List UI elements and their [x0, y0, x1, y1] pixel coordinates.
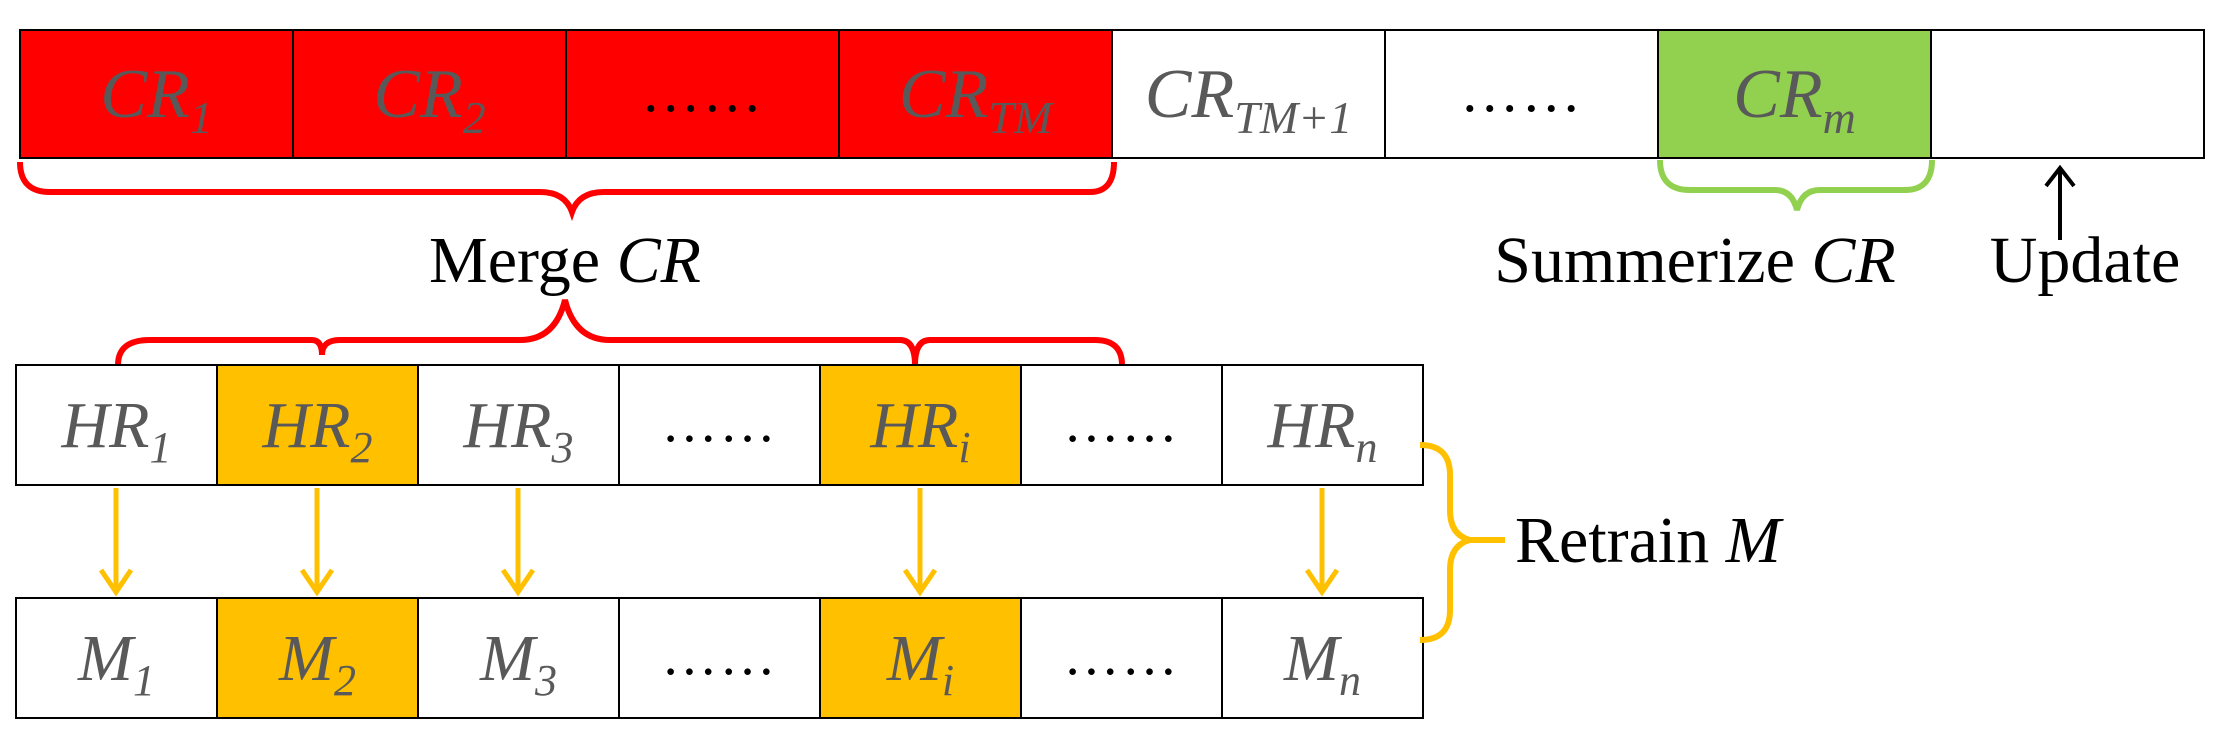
hr-cell: HRn [1221, 364, 1424, 486]
m-cell: M3 [417, 597, 620, 719]
m-label: Mi [886, 622, 954, 705]
hr-cell: …… [618, 364, 821, 486]
merge-brace-top [17, 161, 1117, 222]
m-label: M3 [479, 622, 557, 705]
down-arrow-icon [500, 488, 536, 597]
hr-to-m-arrows [98, 488, 1340, 597]
cr-row: CR1 CR2 …… CRTM CRTM+1 …… CRm [19, 29, 2205, 159]
m-cell: …… [618, 597, 821, 719]
m-ellipsis: …… [1063, 625, 1179, 687]
cr-cell-box [1657, 29, 1932, 159]
hr-cell-box [417, 364, 620, 486]
cr-cell-box [1930, 29, 2205, 159]
m-cell: M1 [15, 597, 218, 719]
m-cell-box [15, 597, 218, 719]
m-cell-box [1221, 597, 1424, 719]
hr-cell: HR3 [417, 364, 620, 486]
hr-cell-box [15, 364, 218, 486]
m-cell: M2 [216, 597, 419, 719]
hr-cell-box [1020, 364, 1223, 486]
cr-label: CR2 [373, 56, 485, 143]
m-cell-box [1020, 597, 1223, 719]
cr-cell: CRTM [838, 29, 1113, 159]
summerize-cr-label: Summerize CR [1494, 224, 1895, 297]
down-arrow-icon [1304, 488, 1340, 597]
hr-cell: …… [1020, 364, 1223, 486]
summerize-brace [1657, 159, 1935, 211]
hr-cell: HR1 [15, 364, 218, 486]
cr-cell-box [838, 29, 1113, 159]
cr-cell: …… [1384, 29, 1659, 159]
hr-label: HR3 [463, 389, 574, 472]
cr-cell: CRTM+1 [1111, 29, 1386, 159]
hr-label: HR2 [262, 389, 373, 472]
cr-cell-box [1384, 29, 1659, 159]
hr-label: HRn [1267, 389, 1378, 472]
retrain-brace [1419, 442, 1471, 643]
cr-cell: CR2 [292, 29, 567, 159]
cr-cell-box [1111, 29, 1386, 159]
hr-cell-box [1221, 364, 1424, 486]
cr-cell-box [565, 29, 840, 159]
m-cell: Mi [819, 597, 1022, 719]
hr-cell-box [618, 364, 821, 486]
cr-cell: CRm [1657, 29, 1932, 159]
hr-label: HRi [869, 389, 970, 472]
cr-cell: …… [565, 29, 840, 159]
cr-ellipsis: …… [1460, 58, 1583, 124]
m-cell-box [417, 597, 620, 719]
cr-cell [1930, 29, 2205, 159]
cr-cell-box [19, 29, 294, 159]
hr-ellipsis: …… [1063, 392, 1179, 454]
cr-label: CR1 [100, 56, 212, 143]
m-row: M1 M2 M3 …… Mi …… Mn [15, 597, 1424, 719]
cr-label: CRm [1733, 56, 1856, 143]
m-label: M1 [77, 622, 155, 705]
hr-label: HR1 [61, 389, 172, 472]
retrain-m-label: Retrain M [1515, 504, 1785, 577]
down-arrow-icon [299, 488, 335, 597]
merge-cr-label: Merge CR [429, 224, 701, 297]
hr-ellipsis: …… [661, 392, 777, 454]
cr-label: CRTM+1 [1145, 56, 1352, 143]
m-ellipsis: …… [661, 625, 777, 687]
hr-cell-box [216, 364, 419, 486]
cr-label: CRTM [899, 56, 1055, 143]
m-cell-box [216, 597, 419, 719]
down-arrow-icon [902, 488, 938, 597]
hr-cell: HR2 [216, 364, 419, 486]
cr-cell: CR1 [19, 29, 294, 159]
merge-brace-bottom [115, 299, 1125, 366]
hr-cell: HRi [819, 364, 1022, 486]
m-label: Mn [1283, 622, 1361, 705]
update-label: Update [1990, 224, 2181, 297]
m-label: M2 [278, 622, 356, 705]
cr-ellipsis: …… [641, 58, 764, 124]
hr-row: HR1 HR2 HR3 …… HRi …… HRn [15, 364, 1424, 486]
m-cell: Mn [1221, 597, 1424, 719]
hr-cell-box [819, 364, 1022, 486]
m-cell: …… [1020, 597, 1223, 719]
update-arrow-icon [2044, 164, 2076, 240]
m-cell-box [618, 597, 821, 719]
down-arrow-icon [98, 488, 134, 597]
